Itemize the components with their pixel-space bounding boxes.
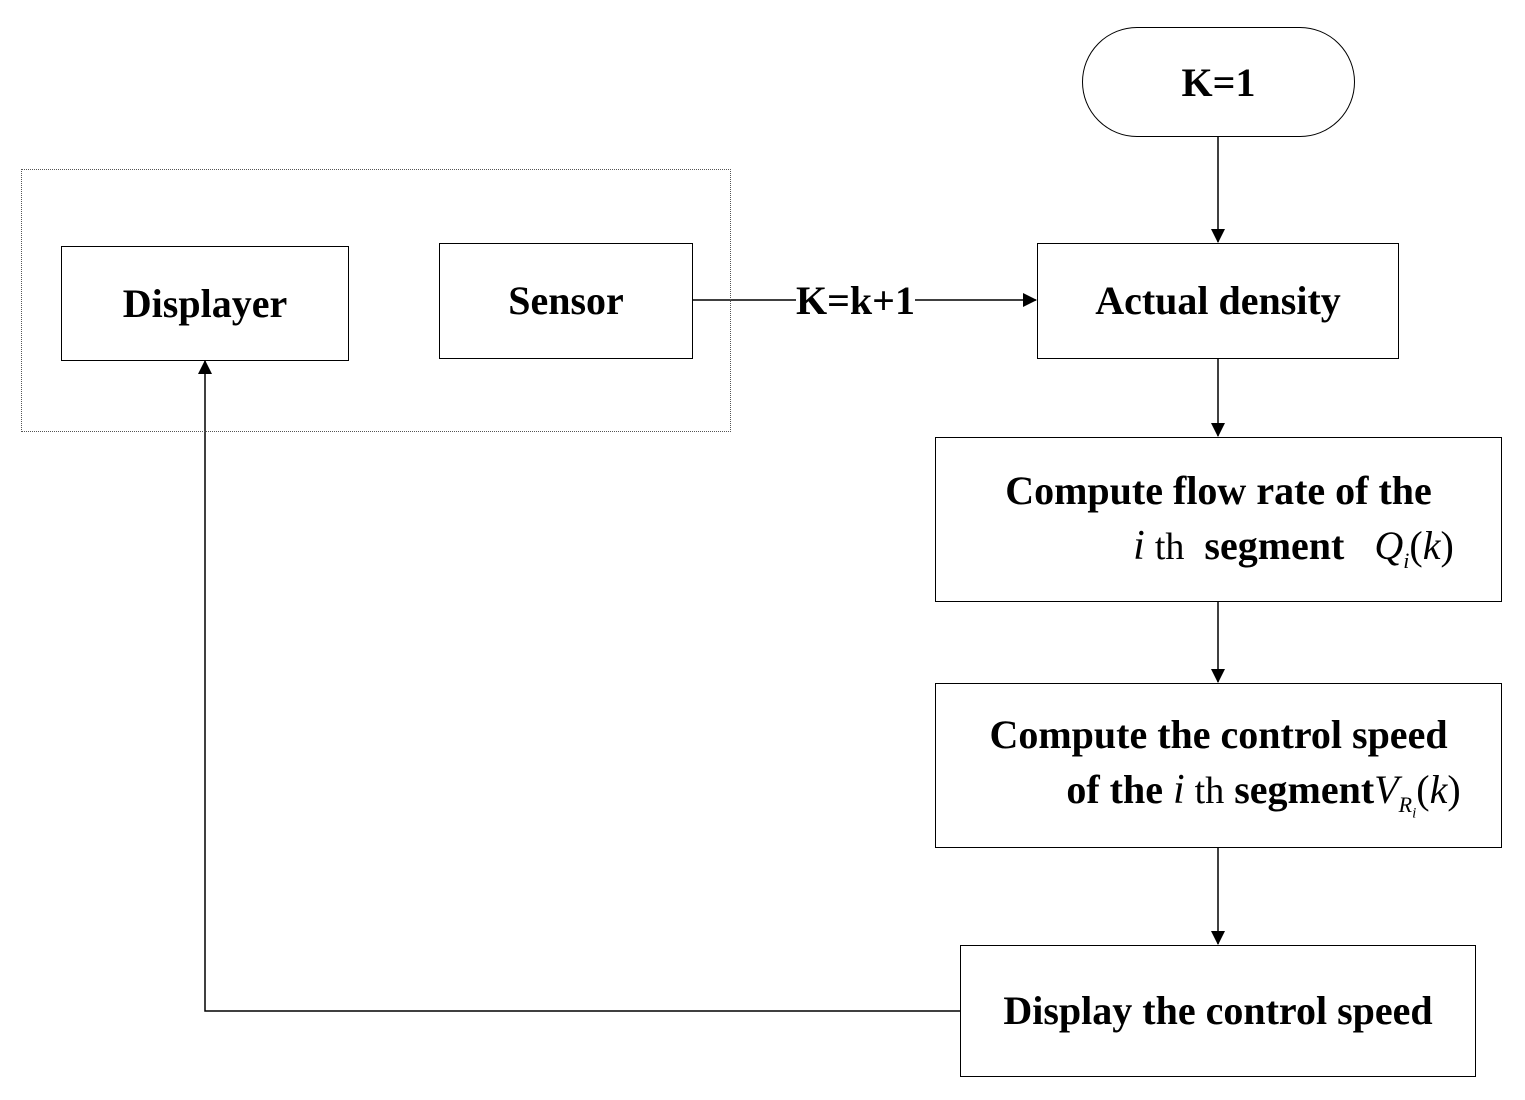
- start-label: K=1: [1181, 59, 1256, 105]
- compute-speed-box: Compute the control speed of the i th se…: [935, 683, 1502, 848]
- arg-k: k: [1429, 766, 1448, 812]
- segment-word: segment: [1234, 766, 1375, 812]
- sub-i: i: [1403, 547, 1410, 573]
- ordinal-suffix: th: [1154, 525, 1185, 568]
- var-Q: Q: [1374, 522, 1404, 568]
- actual-density-label: Actual density: [1095, 278, 1341, 323]
- segment-word: segment: [1204, 522, 1345, 568]
- var-V: V: [1374, 766, 1399, 812]
- display-speed-label: Display the control speed: [1003, 988, 1433, 1033]
- display-speed-box: Display the control speed: [960, 945, 1476, 1077]
- sensor-label: Sensor: [508, 278, 624, 323]
- sensor-box: Sensor: [439, 243, 693, 359]
- compute-speed-line1: Compute the control speed: [989, 711, 1448, 757]
- compute-flow-box: Compute flow rate of the i th segment Qi…: [935, 437, 1502, 602]
- compute-speed-line2: of the i th segmentVRi(k): [976, 762, 1460, 824]
- compute-flow-line2: i th segment Qi(k): [983, 518, 1454, 576]
- sub-i: i: [1412, 805, 1417, 822]
- arg-k: k: [1422, 522, 1441, 568]
- ordinal-suffix: th: [1194, 769, 1225, 812]
- loop-edge-label: K=k+1: [796, 277, 915, 324]
- displayer-label: Displayer: [122, 280, 288, 326]
- var-i: i: [1133, 522, 1145, 569]
- compute-flow-line1: Compute flow rate of the: [1005, 467, 1432, 513]
- start-terminator: K=1: [1082, 27, 1355, 137]
- flow-rate-symbol: Qi(k): [1374, 522, 1454, 573]
- actual-density-box: Actual density: [1037, 243, 1399, 359]
- arrow-display-to-displayer: [198, 360, 960, 1012]
- var-i: i: [1172, 766, 1185, 813]
- device-group: [21, 169, 731, 432]
- control-speed-symbol: VRi(k): [1374, 766, 1461, 822]
- sub-R: R: [1398, 791, 1413, 817]
- displayer-box: Displayer: [61, 246, 349, 361]
- of-the-text: of the: [1066, 766, 1163, 812]
